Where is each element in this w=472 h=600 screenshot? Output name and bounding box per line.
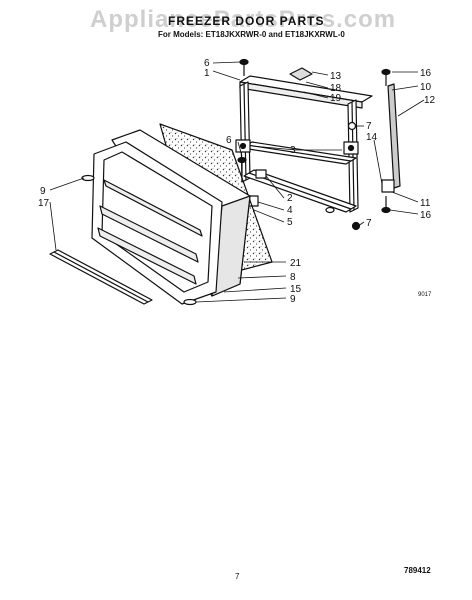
callout-4: 4 — [287, 205, 293, 216]
callout-19: 19 — [330, 93, 342, 104]
middle-cross-rail — [241, 141, 357, 165]
callout-9-left: 9 — [40, 186, 46, 197]
callout-17: 17 — [38, 198, 50, 209]
hinge-bracket-right-upper — [343, 141, 359, 155]
watermark: AppliancePartsPros.com — [90, 6, 397, 33]
callout-3: 3 — [290, 145, 296, 156]
screw-top-left — [239, 58, 249, 76]
callout-6-mid: 6 — [226, 135, 232, 146]
callout-14: 14 — [366, 132, 378, 143]
lower-door-rail — [243, 169, 357, 213]
washer-right-bottom — [351, 221, 361, 231]
callout-13: 13 — [330, 71, 342, 82]
callout-9-bottom: 9 — [290, 294, 296, 305]
callout-16-top: 16 — [420, 68, 432, 79]
diagram-title: FREEZER DOOR PARTS — [168, 14, 325, 28]
plug-left — [81, 174, 95, 182]
callout-11: 11 — [420, 198, 431, 209]
callout-6-top: 6 — [204, 58, 210, 69]
figure-number: 789412 — [404, 566, 431, 575]
plug-bottom — [183, 298, 197, 306]
screw-right-bottom — [381, 196, 391, 214]
hinge-bracket-left-upper — [235, 139, 251, 153]
right-frame-bar — [347, 99, 359, 213]
upper-door-rail — [239, 67, 373, 109]
door-inner-liner — [91, 141, 223, 305]
callout-7-top: 7 — [366, 121, 372, 132]
diagram-subtitle: For Models: ET18JKXRWR-0 and ET18JKXRWL-… — [158, 30, 345, 39]
callout-18: 18 — [330, 83, 342, 94]
washer-right-top — [347, 121, 357, 131]
small-reference-code: 9017 — [418, 292, 432, 298]
door-gasket — [49, 249, 153, 305]
hinge-rod — [381, 83, 401, 193]
callout-2: 2 — [287, 193, 293, 204]
callout-16-bottom: 16 — [420, 210, 432, 221]
callout-12: 12 — [424, 95, 436, 106]
leader-lines — [49, 61, 425, 303]
callout-15: 15 — [290, 284, 302, 295]
callout-7-bottom: 7 — [366, 218, 372, 229]
callout-8: 8 — [290, 272, 296, 283]
callout-10: 10 — [420, 82, 432, 93]
callout-21: 21 — [290, 258, 302, 269]
page-number: 7 — [235, 572, 240, 581]
callout-5: 5 — [287, 217, 293, 228]
screw-right-top — [381, 68, 391, 86]
screw-mid-left — [237, 156, 247, 176]
callout-1: 1 — [204, 68, 210, 79]
